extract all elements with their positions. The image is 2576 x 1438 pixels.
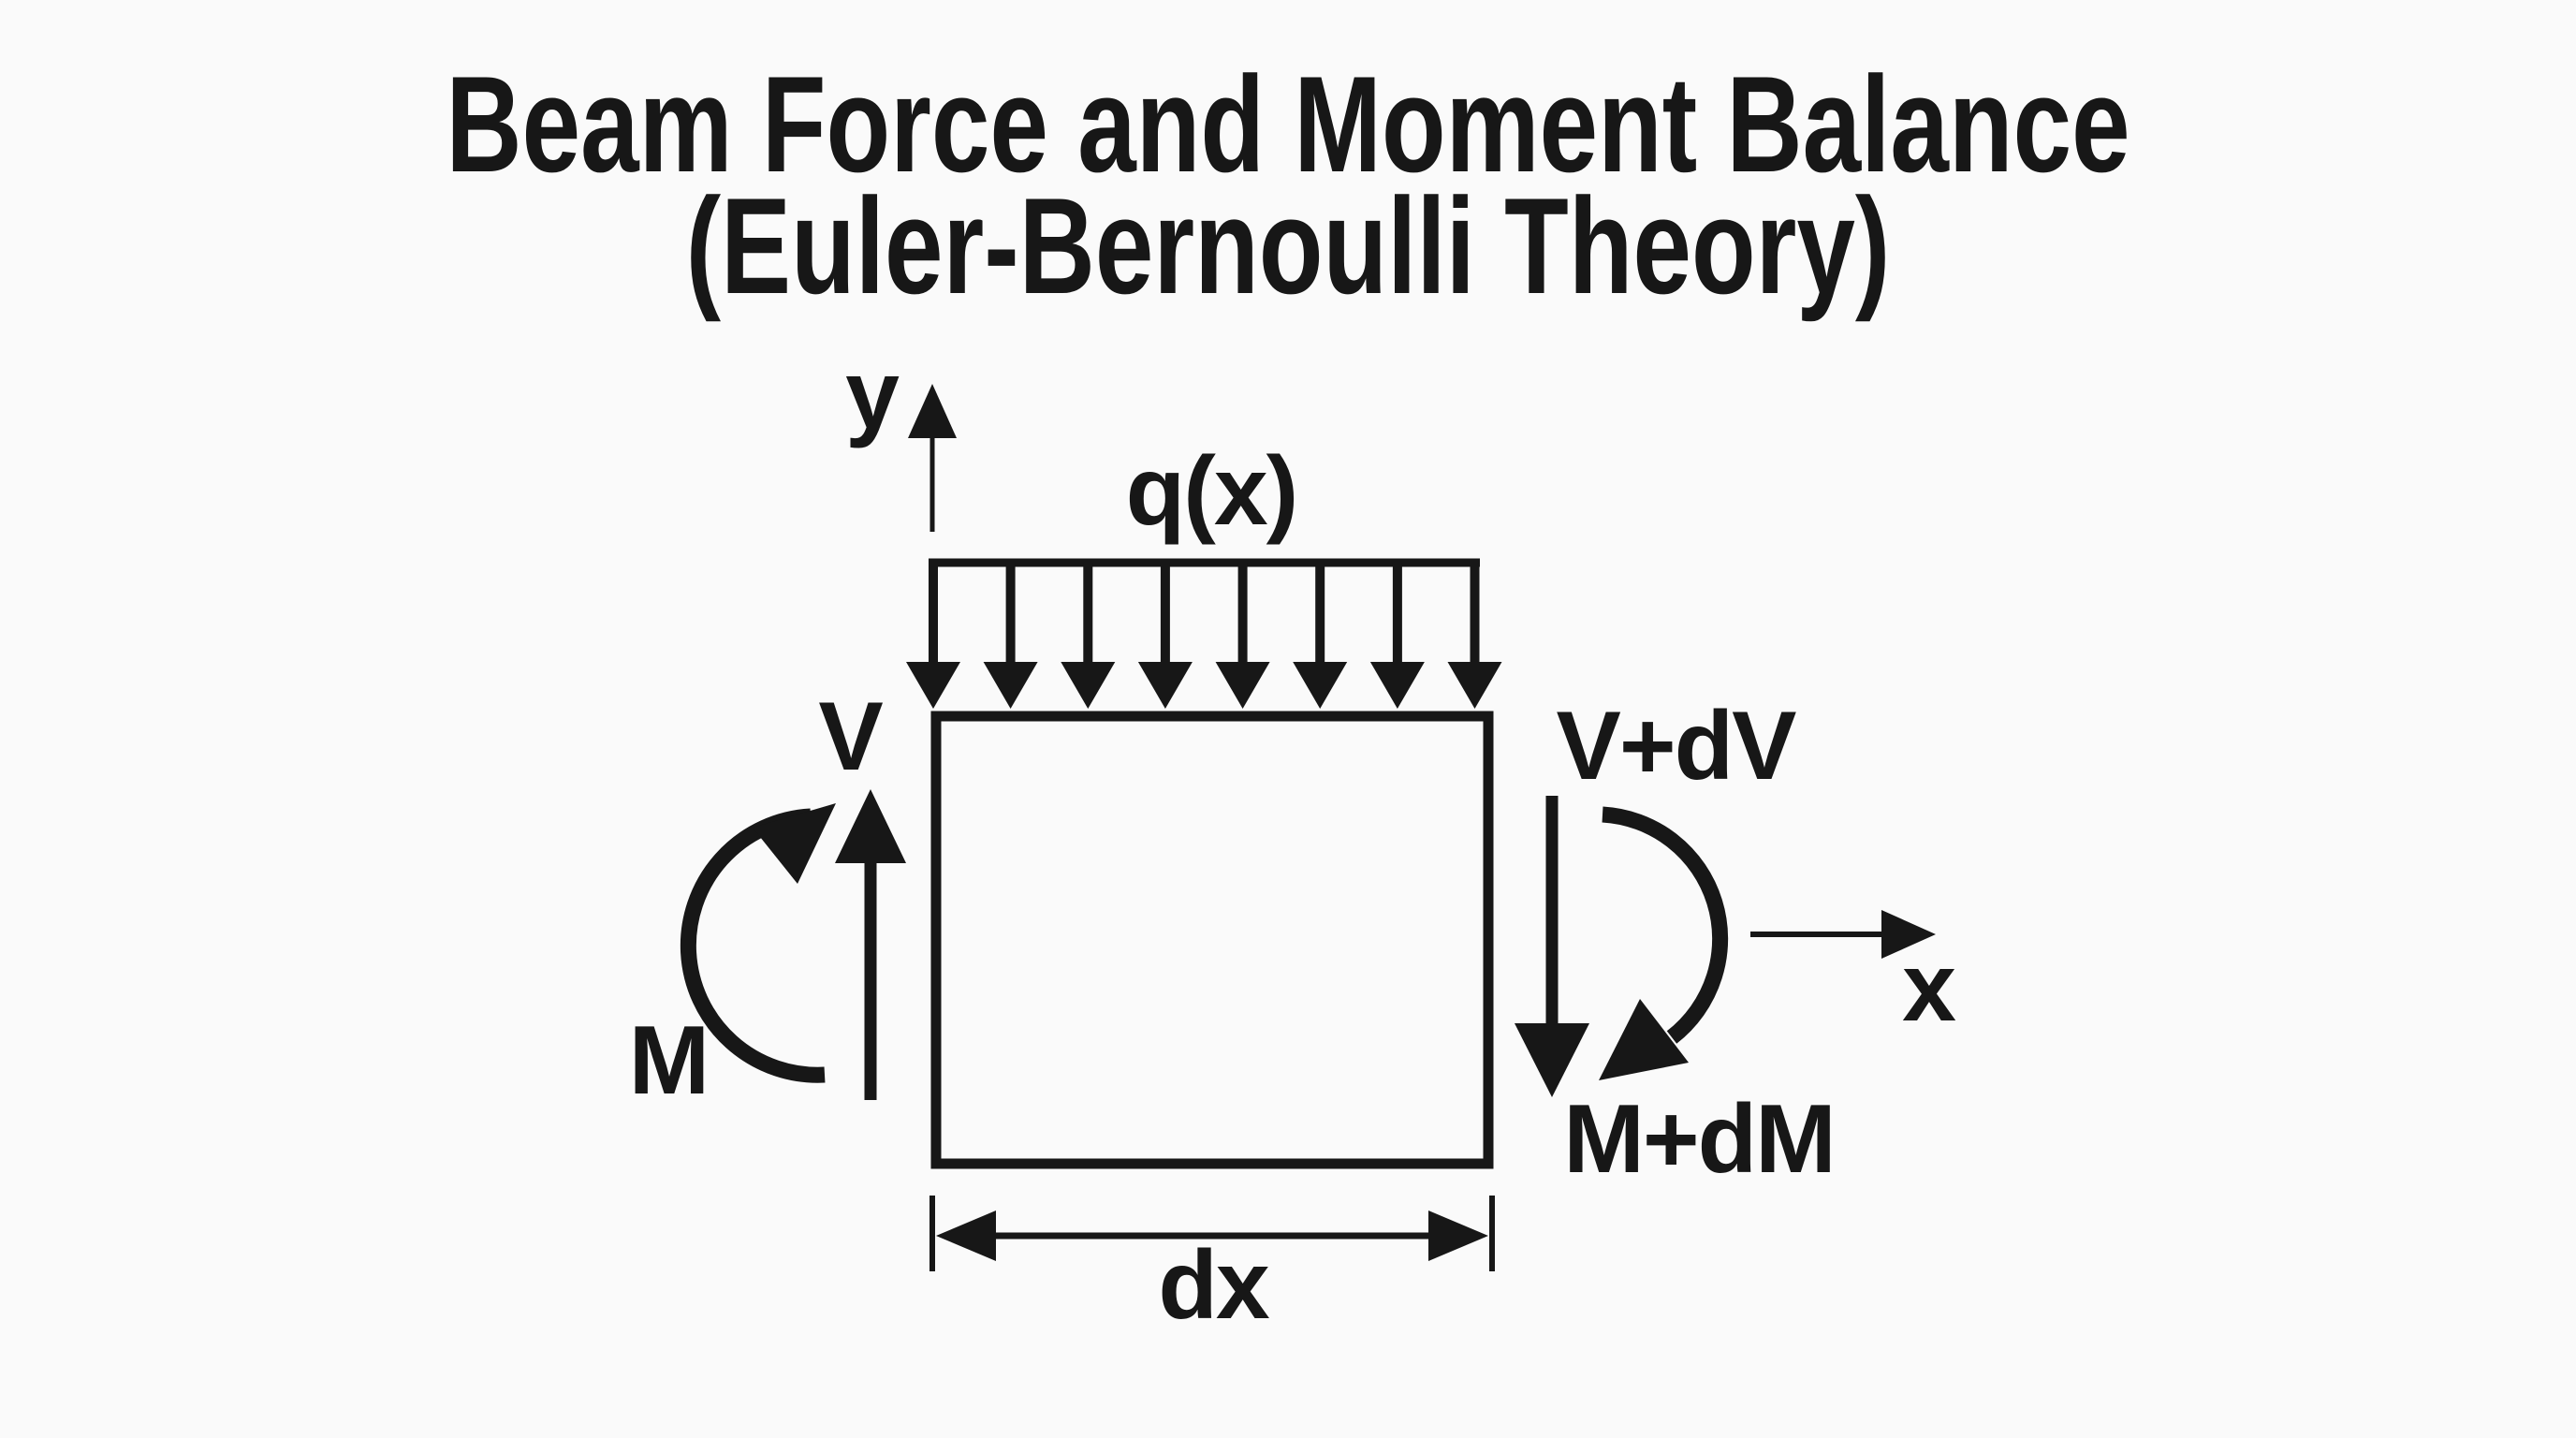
moment-arc-left: [680, 803, 836, 1083]
load-arrow: [1369, 563, 1425, 709]
dx-dimension: [929, 1196, 1495, 1271]
shear-right-arrowhead-icon: [1515, 1023, 1589, 1097]
page-title: Beam Force and Moment Balance: [446, 48, 2130, 200]
moment-right-arc: [1602, 806, 1729, 1044]
load-arrow: [1061, 563, 1116, 709]
element-length-label: dx: [1158, 1231, 1270, 1340]
distributed-load-label: q(x): [1126, 437, 1297, 546]
load-arrow: [1215, 563, 1270, 709]
x-axis-label: x: [1902, 933, 1956, 1042]
x-axis-arrow: [1750, 910, 1936, 959]
moment-right-label: M+dM: [1563, 1085, 1835, 1194]
dim-arrowhead-left-icon: [936, 1211, 996, 1261]
moment-left-arc: [680, 808, 826, 1083]
load-arrow: [906, 563, 960, 709]
shear-arrow-left: [835, 789, 906, 1100]
load-arrow: [1293, 563, 1348, 709]
shear-left-label: V: [818, 682, 883, 791]
page-subtitle: (Euler-Bernoulli Theory): [685, 169, 1891, 322]
moment-left-label: M: [629, 1006, 709, 1115]
distributed-load-arrows: [906, 558, 1502, 709]
load-arrow: [983, 563, 1038, 709]
x-axis-arrowhead-icon: [1881, 910, 1936, 959]
dim-arrowhead-right-icon: [1428, 1211, 1488, 1261]
y-axis-arrow: [908, 384, 957, 532]
load-arrow: [1447, 563, 1502, 709]
beam-element-rect: [930, 711, 1494, 1169]
y-axis-label: y: [845, 341, 900, 449]
y-axis-arrowhead-icon: [908, 384, 957, 438]
shear-arrow-right: [1515, 796, 1589, 1097]
shear-left-arrowhead-icon: [835, 789, 906, 863]
moment-right-arrowhead-icon: [1599, 999, 1689, 1080]
moment-arc-right: [1599, 806, 1729, 1080]
shear-right-label: V+dV: [1557, 692, 1797, 800]
moment-left-arrowhead-icon: [753, 803, 836, 884]
load-arrow: [1137, 563, 1193, 709]
